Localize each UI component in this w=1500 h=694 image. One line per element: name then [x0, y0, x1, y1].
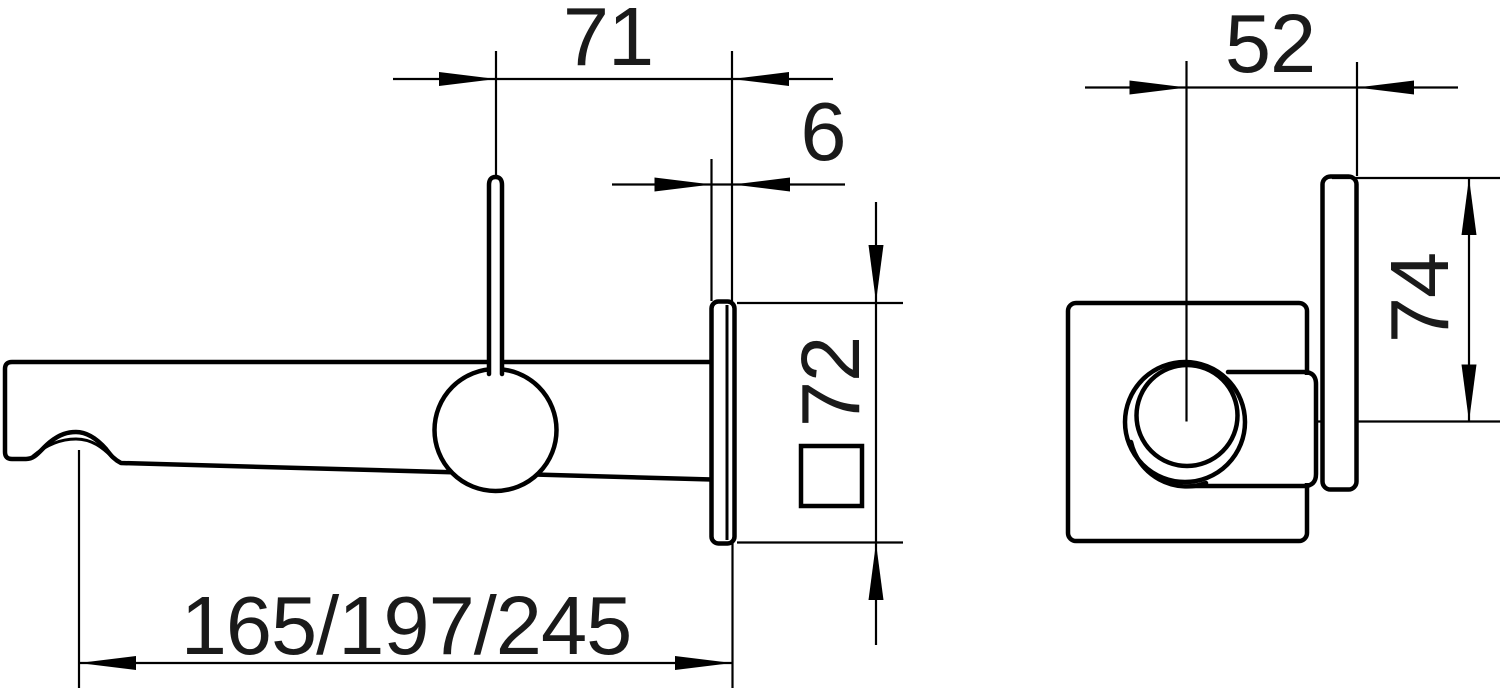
handle-ball	[432, 366, 559, 494]
dimension-spout-projection: 165/197/245	[79, 543, 734, 688]
handle-ring-outer	[1122, 359, 1248, 485]
handle-arm-outline	[1189, 369, 1319, 489]
handle-arm-fill	[1196, 375, 1314, 483]
dim-label-6: 6	[800, 85, 845, 178]
dimension-72: 72	[737, 202, 903, 645]
dimension-71: 71	[393, 0, 833, 301]
arrowhead-74-bottom	[1461, 364, 1477, 422]
arrowhead-52-right	[1357, 80, 1414, 95]
arrowhead-projection-right	[675, 656, 732, 670]
arrowhead-projection-left	[79, 656, 136, 670]
dimension-74: 74	[1332, 176, 1500, 422]
side-view: 71 6 72	[2, 0, 903, 688]
aerator-seam	[31, 437, 114, 459]
dim-label-projection: 165/197/245	[181, 579, 632, 672]
arrowhead-74-top	[1461, 178, 1477, 235]
front-view: 52 74	[1065, 0, 1500, 544]
arrowhead-71-left	[439, 72, 496, 86]
arrowhead-71-right	[732, 72, 789, 86]
wall-plate-side	[709, 299, 737, 546]
arrowhead-6-left	[654, 177, 712, 192]
lever-bar-front	[1320, 174, 1359, 492]
dim-label-52: 52	[1225, 0, 1315, 90]
lever-fill	[488, 177, 503, 377]
arrowhead-6-right	[733, 177, 790, 192]
lever-handle	[486, 174, 505, 377]
arrowhead-52-left	[1129, 80, 1187, 95]
dim-label-74: 74	[1373, 253, 1466, 343]
dimension-52: 52	[1085, 0, 1458, 176]
spout-outline	[2, 359, 715, 482]
handle-collar-arc	[1128, 439, 1209, 489]
dim-label-71: 71	[563, 0, 653, 83]
arrowhead-72-top	[868, 245, 884, 302]
square-symbol	[798, 443, 865, 509]
dim-label-72: 72	[784, 337, 877, 427]
arrowhead-72-bottom	[868, 543, 884, 600]
dimension-6: 6	[612, 85, 847, 301]
